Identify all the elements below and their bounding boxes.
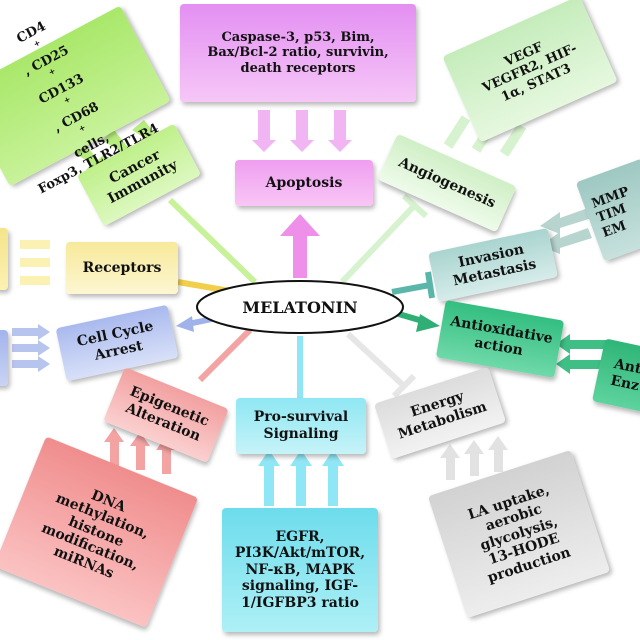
superscript-plus: + [46, 65, 58, 78]
pro-survival-input-arrows [258, 450, 344, 506]
pro-survival-factor-line: EGFR, [275, 528, 325, 545]
pro-survival-factor-line: PI3K/Akt/mTOR, [234, 545, 366, 562]
superscript-plus: + [61, 93, 73, 106]
superscript-plus: + [31, 37, 43, 50]
apoptosis-factor-line: Caspase-3, p53, Bim, [221, 30, 375, 45]
invasion-input-arrows [540, 208, 592, 254]
receptors-label: Receptors [82, 259, 162, 276]
energy-input-arrows [440, 436, 508, 480]
melatonin-ellipse [196, 280, 404, 334]
apoptosis-main-arrow [280, 214, 320, 278]
melatonin-label: MELATONIN [242, 298, 357, 317]
pro-survival-label-line: Signaling [263, 426, 339, 442]
pro-survival-factor-line: NF-κB, MAPK [245, 561, 355, 578]
superscript-plus: + [76, 121, 88, 134]
pro-survival-node: Pro-survival Signaling [236, 398, 366, 454]
pro-survival-label-line: Pro-survival [253, 409, 349, 426]
pro-survival-factors-box: EGFR, PI3K/Akt/mTOR, NF-κB, MAPK signali… [222, 508, 378, 632]
cell-cycle-input-arrows [12, 324, 50, 372]
apoptosis-input-arrows [252, 110, 352, 152]
receptors-input-box [0, 228, 8, 290]
receptors-node: Receptors [66, 242, 178, 294]
angiogenesis-inhibition [339, 193, 429, 285]
invasion-inhibition [391, 271, 435, 299]
apoptosis-factors-box: Caspase-3, p53, Bim, Bax/Bcl-2 ratio, su… [180, 4, 416, 102]
immunity-connector [167, 197, 258, 285]
epigenetic-connector [197, 327, 253, 383]
receptors-input-arrows [20, 240, 50, 285]
apoptosis-label: Apoptosis [265, 174, 343, 191]
antioxidant-input-arrows [556, 334, 606, 374]
apoptosis-factor-line: death receptors [240, 60, 356, 76]
apoptosis-node: Apoptosis [235, 160, 373, 206]
cell-cycle-input-box [0, 330, 8, 386]
pro-survival-factor-line: signaling, IGF- [241, 578, 359, 595]
energy-inhibition [345, 331, 417, 399]
pro-survival-factor-line: 1/IGFBP3 ratio [241, 594, 359, 611]
apoptosis-factor-line: Bax/Bcl-2 ratio, survivin, [207, 45, 389, 61]
